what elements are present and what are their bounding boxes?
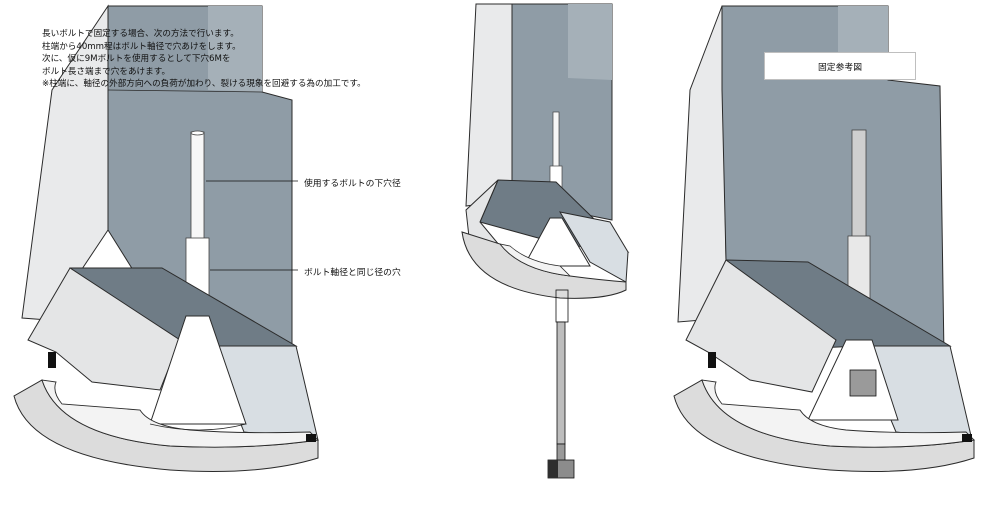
note-line: ボルト長さ端まで穴をあけます。 xyxy=(42,66,171,77)
middle-figure xyxy=(461,3,630,479)
note-line: 長いボルトで固定する場合、次の方法で行います。 xyxy=(42,29,239,39)
note-line: 柱端から40mm程はボルト軸径で穴あけをします。 xyxy=(42,41,241,52)
base-block-left-right xyxy=(685,259,837,393)
note-line: 次に、仮に9Mボルトを使用するとして下穴6Mを xyxy=(42,54,231,65)
left-figure xyxy=(13,4,319,472)
reference-label-box: 固定参考図 xyxy=(764,52,916,80)
bolt-drawing-mid xyxy=(547,289,575,479)
base-ring-inner-right xyxy=(701,379,975,448)
base-block-right-mid xyxy=(558,211,629,283)
bolt-pilot-hole xyxy=(190,131,205,241)
bolt-head-right xyxy=(849,369,877,397)
bolt-pilot-hole-mid xyxy=(552,111,560,169)
note-line: ※柱端に、軸径の外部方向への負荷が加わり、裂ける現象を回避する為の加工です。 xyxy=(42,79,366,90)
shaft-hole-callout: ボルト軸径と同じ径の穴 xyxy=(304,268,401,278)
instruction-notes: 長いボルトで固定する場合、次の方法で行います。 柱端から40mm程はボルト軸径で… xyxy=(42,28,372,91)
base-ring-inner xyxy=(41,379,319,448)
column-top-strip xyxy=(208,6,262,92)
countersink-cone-mid xyxy=(523,217,591,267)
reference-label: 固定参考図 xyxy=(818,62,862,73)
pilot-hole-callout: 使用するボルトの下穴径 xyxy=(304,179,401,189)
column-left-face-mid xyxy=(465,3,513,207)
right-figure xyxy=(673,5,975,472)
